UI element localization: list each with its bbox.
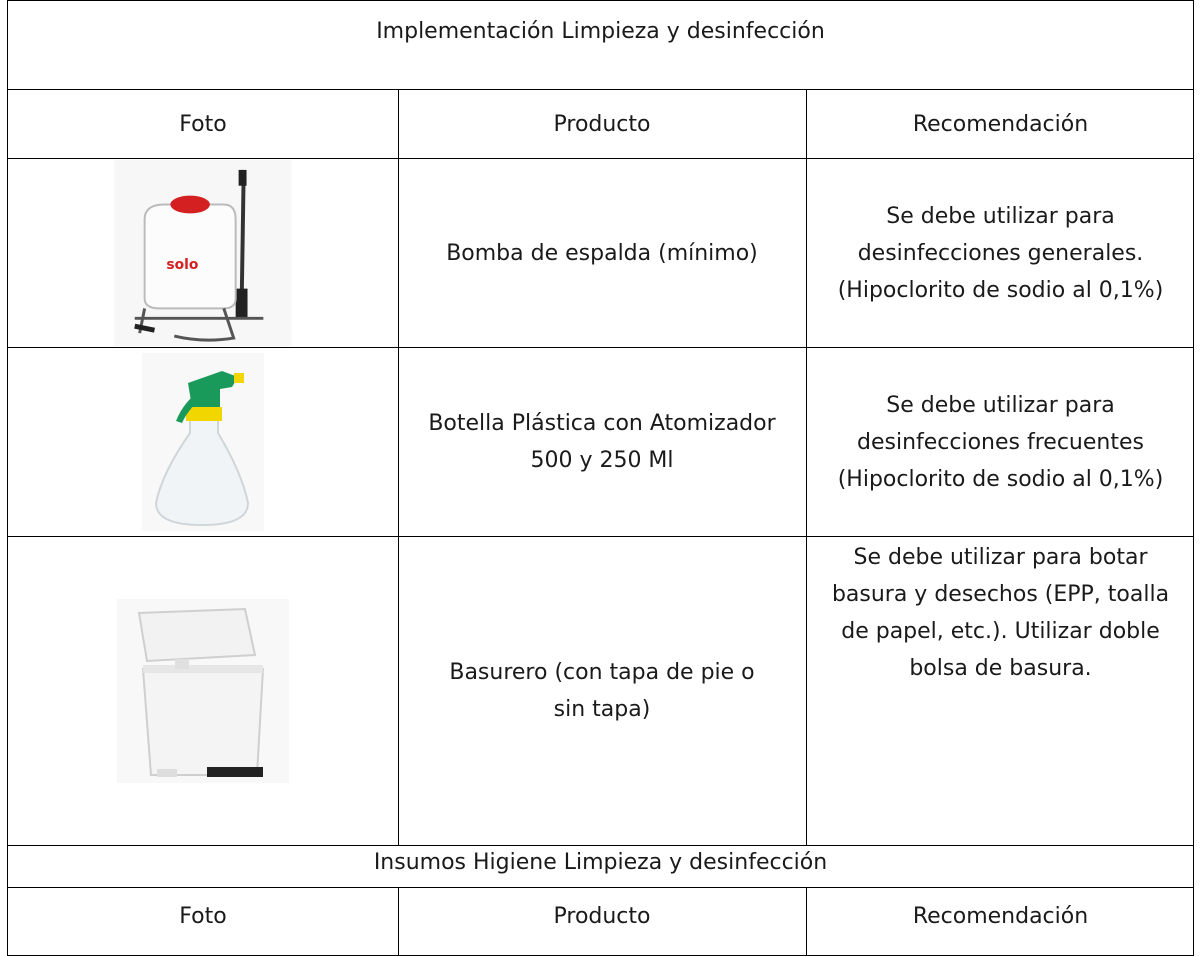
table-row: Botella Plástica con Atomizador 500 y 25… [7,347,1194,537]
section-title: Insumos Higiene Limpieza y desinfección [373,850,828,875]
product-cell: Bomba de espalda (mínimo) [446,240,758,266]
spray-bottle-icon [142,353,264,531]
backpack-sprayer-icon: solo [114,160,292,346]
product-cell: Basurero (con tapa de pie o sin tapa) [449,660,755,722]
header-photo: Foto [179,904,227,929]
header-product: Producto [553,112,651,137]
table-row: solo Bomba de espalda (mínimo) Se debe u… [7,158,1194,348]
table-row: Basurero (con tapa de pie o sin tapa) Se… [7,536,1194,846]
header-photo: Foto [179,112,227,137]
recommendation-cell: Se debe utilizar para desinfecciones fre… [837,392,1164,492]
header-recommendation: Recomendación [912,904,1089,929]
header-row: Foto Producto Recomendación [7,89,1194,159]
photo-cell [8,537,398,845]
header-row: Foto Producto Recomendación [7,887,1194,956]
svg-text:solo: solo [166,257,198,273]
header-recommendation: Recomendación [912,112,1089,137]
photo-cell [8,348,398,536]
recommendation-cell: Se debe utilizar para botar basura y des… [831,545,1170,681]
section-title: Implementación Limpieza y desinfección [376,19,825,44]
product-cell: Botella Plástica con Atomizador 500 y 25… [428,411,776,473]
header-product: Producto [553,904,651,929]
section-title-row: Insumos Higiene Limpieza y desinfección [7,845,1194,888]
recommendation-cell: Se debe utilizar para desinfecciones gen… [837,203,1164,303]
photo-cell: solo [8,159,398,347]
trash-bin-icon [117,599,289,783]
section-title-row: Implementación Limpieza y desinfección [7,0,1194,90]
